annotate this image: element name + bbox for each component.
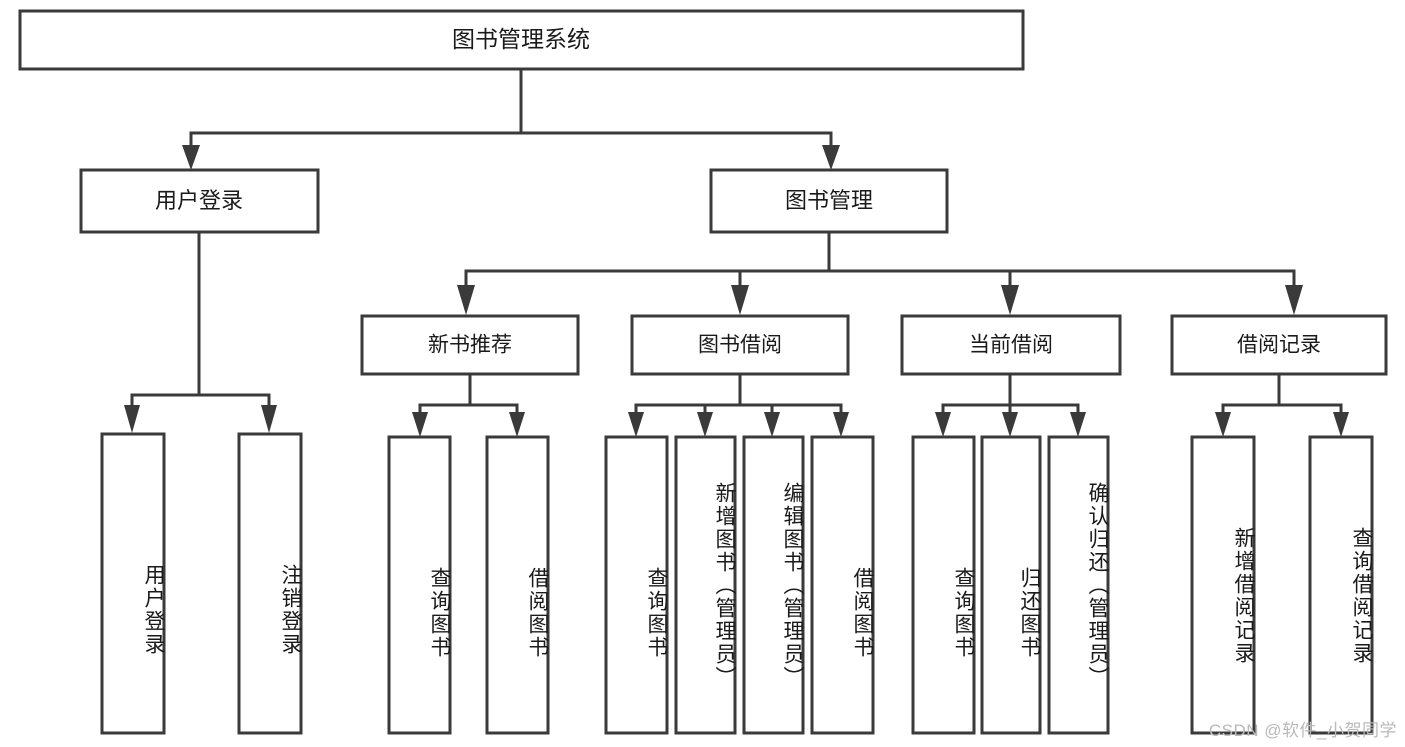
arrow-to-leaf-logout (261, 405, 277, 433)
node-leaf-confirm-return-box[interactable] (1047, 435, 1110, 735)
arrow-to-leaf-query-book-1 (412, 412, 428, 437)
node-leaf-add-book-box[interactable] (674, 435, 737, 735)
node-user-login-label: 用户登录 (155, 188, 243, 213)
node-book-borrow-box[interactable] (630, 314, 850, 376)
node-leaf-edit-book-box[interactable] (742, 435, 805, 735)
node-leaf-logout-box[interactable] (237, 432, 303, 735)
arrow-to-leaf-query-book-2 (628, 412, 644, 437)
node-book-management-label: 图书管理 (785, 188, 873, 213)
node-current-borrow[interactable]: 当前借阅 (900, 314, 1122, 376)
node-borrow-record-box[interactable] (1170, 314, 1388, 376)
node-leaf-borrow-book-1-box[interactable] (485, 435, 550, 735)
node-borrow-record[interactable]: 借阅记录 (1170, 314, 1388, 376)
node-leaf-query-book-3-box[interactable] (911, 435, 976, 735)
node-leaf-return-book-box[interactable] (980, 435, 1042, 735)
arrow-to-leaf-add-record (1215, 412, 1231, 437)
node-new-book-recommend[interactable]: 新书推荐 (360, 314, 580, 376)
arrow-to-user-login (182, 145, 200, 170)
arrow-to-leaf-confirm-return (1070, 412, 1086, 437)
node-current-borrow-label: 当前借阅 (969, 334, 1053, 357)
node-leaf-borrow-book-2-box[interactable] (810, 435, 875, 735)
arrow-to-book-borrow (731, 285, 749, 315)
node-root[interactable]: 图书管理系统 (18, 9, 1025, 71)
arrow-to-leaf-borrow-book-1 (509, 412, 525, 437)
arrow-to-leaf-query-record (1333, 412, 1349, 437)
arrow-to-borrow-record (1285, 285, 1303, 315)
arrow-to-new-book-recommend (457, 285, 475, 315)
arrow-to-current-borrow (1001, 285, 1019, 315)
node-borrow-record-label: 借阅记录 (1237, 334, 1321, 357)
node-user-login[interactable]: 用户登录 (79, 168, 320, 234)
node-new-book-recommend-label: 新书推荐 (428, 334, 512, 357)
leaf-box-group (100, 432, 1374, 735)
node-leaf-query-record-box[interactable] (1308, 435, 1374, 735)
node-root-box[interactable] (18, 9, 1025, 71)
node-book-borrow-label: 图书借阅 (698, 334, 782, 357)
arrow-to-leaf-add-book (697, 412, 713, 437)
node-leaf-add-record-box[interactable] (1190, 435, 1256, 735)
node-leaf-query-book-1-box[interactable] (387, 435, 452, 735)
arrow-to-leaf-query-book-3 (935, 412, 951, 437)
node-book-borrow[interactable]: 图书借阅 (630, 314, 850, 376)
node-book-management-box[interactable] (709, 168, 949, 234)
node-leaf-query-book-2-box[interactable] (604, 435, 669, 735)
arrow-to-leaf-edit-book (764, 412, 780, 437)
arrow-to-leaf-return-book (1002, 412, 1018, 437)
connector-group (124, 67, 1349, 437)
node-leaf-user-login-box[interactable] (100, 432, 166, 735)
node-current-borrow-box[interactable] (900, 314, 1122, 376)
arrow-to-leaf-user-login (124, 405, 140, 433)
node-new-book-recommend-box[interactable] (360, 314, 580, 376)
csdn-watermark: CSDN @软件_小贺同学 (1208, 721, 1397, 740)
arrow-to-leaf-borrow-book-2 (833, 412, 849, 437)
node-user-login-box[interactable] (79, 168, 320, 234)
arrow-to-book-management (822, 145, 840, 170)
node-book-management[interactable]: 图书管理 (709, 168, 949, 234)
node-root-label: 图书管理系统 (452, 26, 590, 52)
